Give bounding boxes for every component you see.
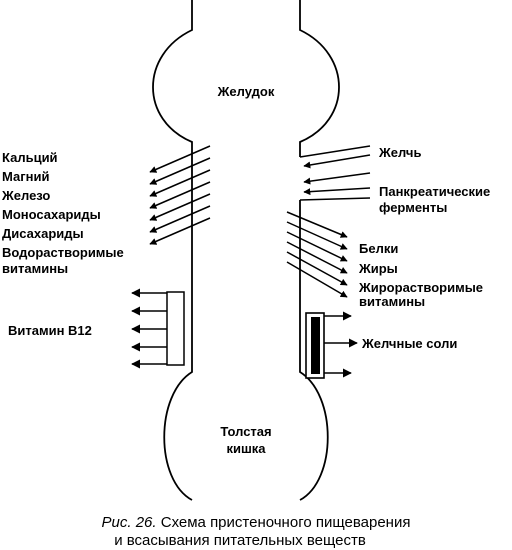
right-arrow-4 [286, 241, 348, 274]
label-iron: Железо [1, 188, 50, 203]
left-arrow-2 [149, 157, 211, 185]
right-labels: Белки Жиры Жирорастворимые витамины [358, 241, 483, 309]
label-fat-soluble: Жирорастворимые [358, 280, 483, 295]
stomach-label: Желудок [217, 84, 275, 99]
left-arrow-4 [149, 181, 211, 209]
left-arrow-5 [149, 193, 211, 221]
label-calcium: Кальций [2, 150, 58, 165]
label-bile: Желчь [378, 145, 421, 160]
label-bile-salts: Желчные соли [361, 336, 457, 351]
tube-left-wall [152, 0, 193, 501]
left-arrow-6 [149, 205, 211, 233]
label-vitamins-left: витамины [2, 261, 68, 276]
pancreatic-arrow-1 [303, 172, 371, 185]
label-vitamin-b12: Витамин B12 [8, 323, 92, 338]
pancreatic-duct-line [299, 197, 371, 201]
b12-arrows [131, 288, 167, 369]
left-arrow-1 [149, 145, 211, 173]
right-arrow-1 [286, 211, 348, 238]
label-pancreatic-1: Панкреатические [379, 184, 490, 199]
right-arrow-6 [286, 261, 348, 298]
pancreatic-arrow-2 [303, 187, 371, 196]
label-magnesium: Магний [2, 169, 49, 184]
label-monosaccharides: Моносахариды [2, 207, 101, 222]
label-pancreatic-2: ферменты [379, 200, 447, 215]
bile-arrow [303, 154, 371, 169]
left-arrow-3 [149, 169, 211, 197]
colon-label-line2: кишка [226, 441, 266, 456]
label-proteins: Белки [359, 241, 398, 256]
caption-line2: и всасывания питательных веществ [114, 532, 366, 549]
left-labels: Кальций Магний Железо Моносахариды Дисах… [1, 150, 124, 276]
left-arrow-7 [149, 217, 211, 245]
b12-box [166, 291, 185, 366]
tube-right-wall-upper [299, 0, 340, 157]
right-arrow-3 [286, 231, 348, 262]
caption-prefix: Рис. 26. [102, 514, 157, 531]
bile-duct-line [299, 145, 371, 158]
colon-label-line1: Толстая [220, 424, 271, 439]
label-disaccharides: Дисахариды [2, 226, 84, 241]
bile-salts-arrows [324, 311, 358, 378]
caption-text-1: Схема пристеночного пищеварения [161, 514, 411, 531]
caption-line1: Рис. 26. Схема пристеночного пищеварения [102, 514, 411, 531]
right-arrow-5 [286, 251, 348, 286]
right-arrow-2 [286, 221, 348, 250]
left-absorption-arrows [149, 145, 211, 245]
label-water-soluble: Водорастворимые [2, 245, 124, 260]
bile-salts-fill [311, 317, 320, 374]
right-absorption-arrows [286, 211, 348, 298]
label-fats: Жиры [358, 261, 398, 276]
label-vitamins-right: витамины [359, 294, 425, 309]
